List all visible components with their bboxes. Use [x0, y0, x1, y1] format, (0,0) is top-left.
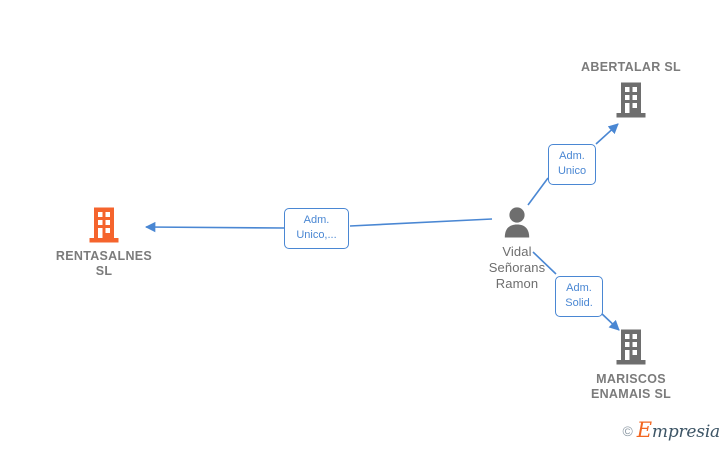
- node-rentasalnes[interactable]: RENTASALNES SL: [29, 206, 179, 279]
- copyright-icon: ©: [622, 422, 633, 439]
- node-label: MARISCOS ENAMAIS SL: [590, 372, 672, 401]
- node-abertalar[interactable]: ABERTALAR SL: [556, 60, 706, 119]
- building-icon: [614, 328, 648, 366]
- empresia-watermark: © Empresia: [622, 420, 720, 441]
- brand-initial: E: [636, 418, 652, 442]
- brand-logo: Empresia: [637, 420, 720, 441]
- node-mariscos[interactable]: MARISCOS ENAMAIS SL: [556, 328, 706, 402]
- node-label: Vidal Señorans Ramon: [488, 244, 546, 291]
- node-vidal[interactable]: Vidal Señorans Ramon: [442, 206, 592, 292]
- building-icon: [614, 81, 648, 119]
- person-icon: [502, 206, 532, 240]
- edge-label-adm-unico[interactable]: Adm. Unico: [548, 144, 596, 185]
- edge-label-adm-solid[interactable]: Adm. Solid.: [555, 276, 603, 317]
- brand-rest: mpresia: [651, 422, 720, 442]
- building-icon: [87, 206, 121, 244]
- edge-label-adm-unico-more[interactable]: Adm. Unico,...: [284, 208, 349, 249]
- node-label: ABERTALAR SL: [581, 60, 681, 74]
- node-label: RENTASALNES SL: [55, 249, 153, 278]
